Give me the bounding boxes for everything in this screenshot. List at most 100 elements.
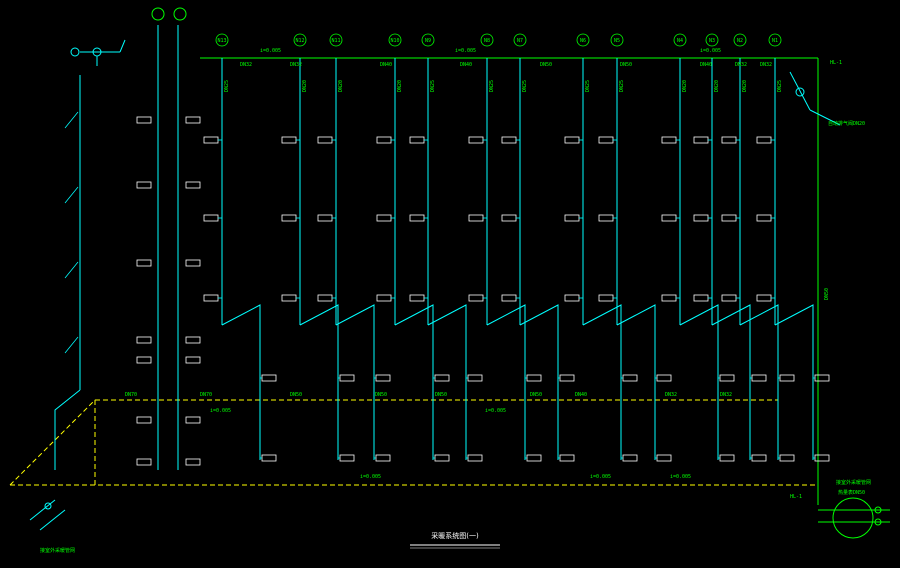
riser-size: DN25 xyxy=(777,80,783,92)
riser-size: DN25 xyxy=(585,80,591,92)
supply-size: DN40 xyxy=(380,62,392,68)
radiator xyxy=(185,259,201,267)
riser-jog xyxy=(486,304,526,460)
riser-tag-circle xyxy=(421,33,435,47)
riser-size: DN25 xyxy=(489,80,495,92)
riser-size: DN20 xyxy=(397,80,403,92)
riser-tag: N2 xyxy=(737,38,743,44)
return-size: DN40 xyxy=(575,392,587,398)
riser-branch xyxy=(64,186,79,204)
return-slope: i=0.005 xyxy=(360,474,381,480)
radiator xyxy=(185,356,201,364)
riser-size: DN25 xyxy=(522,80,528,92)
radiator-group xyxy=(64,111,830,466)
supply-slope: i=0.005 xyxy=(260,48,281,54)
riser-tag-circle xyxy=(768,33,782,47)
return-size: DN50 xyxy=(290,392,302,398)
supply-size: DN50 xyxy=(540,62,552,68)
return-size: DN50 xyxy=(530,392,542,398)
return-size: DN32 xyxy=(665,392,677,398)
riser-size: DN20 xyxy=(302,80,308,92)
riser-branch xyxy=(64,336,79,354)
radiator xyxy=(136,181,152,189)
riser-tag-circle xyxy=(480,33,494,47)
riser-tag: N10 xyxy=(390,38,399,44)
return-size: DN50 xyxy=(435,392,447,398)
top-right-note: 自动排气阀DN20 xyxy=(828,120,865,127)
riser-group xyxy=(215,33,814,460)
bottom-right-note: 接室外采暖管网 xyxy=(836,479,871,486)
riser-jog xyxy=(519,304,559,460)
supply-size: DN32 xyxy=(240,62,252,68)
riser-jog xyxy=(221,304,261,460)
air-vent-icon xyxy=(789,71,841,126)
riser-tag-circle xyxy=(388,33,402,47)
return-size: DN70 xyxy=(125,392,137,398)
return-main xyxy=(9,399,818,486)
outlet-icon xyxy=(29,499,66,531)
riser-jog xyxy=(394,304,434,460)
heat-meter-icon xyxy=(818,497,890,539)
radiator xyxy=(136,259,152,267)
radiator xyxy=(185,116,201,124)
radiator xyxy=(136,336,152,344)
riser-jog xyxy=(774,304,814,460)
riser-jog xyxy=(427,304,467,460)
riser-jog xyxy=(616,304,656,460)
label-group: N13DN25N12DN20N11DN20N10DN20N9DN25N8DN25… xyxy=(125,38,783,480)
riser-tag: N12 xyxy=(295,38,304,44)
radiator xyxy=(136,356,152,364)
radiator xyxy=(185,458,201,466)
supply-size: DN40 xyxy=(460,62,472,68)
riser-jog xyxy=(679,304,719,460)
hl1-bottom-tag: HL-1 xyxy=(790,494,802,500)
riser-jog xyxy=(739,304,779,460)
riser-tag: N6 xyxy=(580,38,586,44)
riser-tag-circle xyxy=(576,33,590,47)
riser-size: DN20 xyxy=(714,80,720,92)
supply-size: DN40 xyxy=(700,62,712,68)
riser-branch xyxy=(64,261,79,279)
supply-size: DN32 xyxy=(760,62,772,68)
riser-tag: N1 xyxy=(772,38,778,44)
hl1-top-tag: HL-1 xyxy=(830,60,842,66)
riser-tag-circle xyxy=(705,33,719,47)
riser-tag: N5 xyxy=(614,38,620,44)
riser-tag-circle xyxy=(329,33,343,47)
riser-tag: N11 xyxy=(331,38,340,44)
radiator xyxy=(136,458,152,466)
riser-size: DN25 xyxy=(224,80,230,92)
meter-label: 热量表DN50 xyxy=(838,489,865,496)
riser-size: DN25 xyxy=(619,80,625,92)
radiator xyxy=(185,336,201,344)
radiator xyxy=(136,116,152,124)
riser-tag: N9 xyxy=(425,38,431,44)
return-slope: i=0.005 xyxy=(210,408,231,414)
riser-jog xyxy=(335,304,375,460)
riser-tag-circle xyxy=(673,33,687,47)
riser-tag: N13 xyxy=(217,38,226,44)
riser-tag: N3 xyxy=(709,38,715,44)
radiator xyxy=(185,181,201,189)
riser-tag: N4 xyxy=(677,38,683,44)
riser-size: DN20 xyxy=(682,80,688,92)
supply-size: DN32 xyxy=(735,62,747,68)
return-slope: i=0.005 xyxy=(485,408,506,414)
return-size: DN50 xyxy=(375,392,387,398)
supply-size: DN50 xyxy=(620,62,632,68)
riser-jog xyxy=(582,304,622,460)
riser-tag: N7 xyxy=(517,38,523,44)
return-size: DN32 xyxy=(720,392,732,398)
riser-size: DN25 xyxy=(430,80,436,92)
return-slope: i=0.005 xyxy=(590,474,611,480)
return-size: DN70 xyxy=(200,392,212,398)
return-slope: i=0.005 xyxy=(670,474,691,480)
riser-tag-circle xyxy=(733,33,747,47)
riser-tag-circle xyxy=(215,33,229,47)
top-tags xyxy=(151,7,187,21)
drawing-title: 采暖系统图(一) xyxy=(431,531,479,540)
riser-tag-circle xyxy=(513,33,527,47)
riser-size: DN20 xyxy=(742,80,748,92)
